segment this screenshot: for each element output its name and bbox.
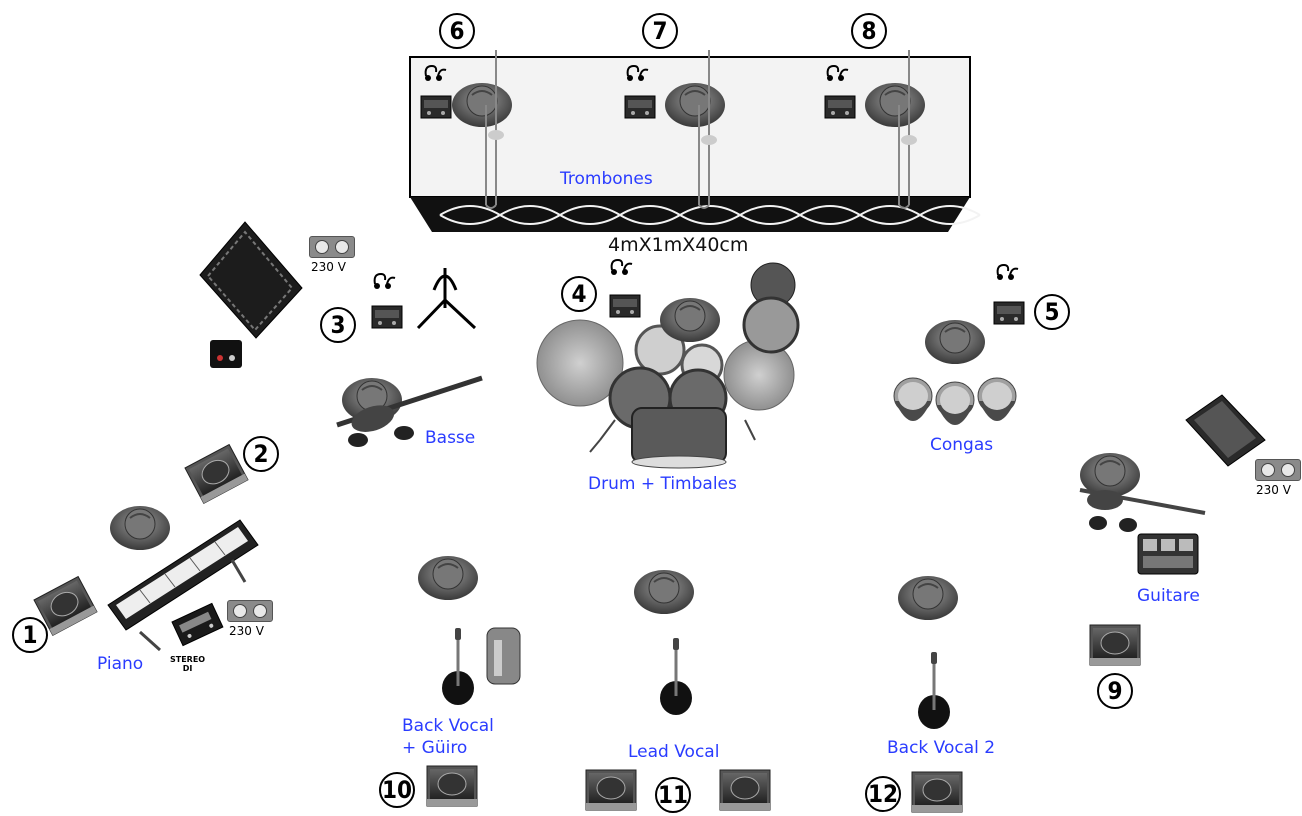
channel-number-1: 1 xyxy=(12,617,48,653)
iem-pack-icon xyxy=(420,95,452,119)
congas-label: Congas xyxy=(930,435,994,455)
channel-number-5: 5 xyxy=(1034,294,1070,330)
stereo-di-label: STEREO DI xyxy=(170,655,205,673)
iem-pack-icon xyxy=(609,294,641,318)
back-vocal-1-label: Back Vocal xyxy=(402,716,494,736)
wedge-monitor-10 xyxy=(426,765,478,807)
channel-number-6: 6 xyxy=(439,13,475,49)
guitarist xyxy=(1079,452,1206,532)
channel-number-10: 10 xyxy=(379,772,415,808)
lead-vocal-label: Lead Vocal xyxy=(628,742,720,762)
voltage-label: 230 V xyxy=(1256,483,1291,497)
riser-dimensions: 4mX1mX40cm xyxy=(608,234,749,256)
power-outlet-icon xyxy=(227,600,273,622)
iem-pack-icon xyxy=(993,301,1025,325)
channel-number-4: 4 xyxy=(561,276,597,312)
stereo-di-icon xyxy=(171,602,224,647)
lead-vocal-singer xyxy=(633,569,695,615)
bass-label: Basse xyxy=(425,428,476,448)
trombonist-6 xyxy=(451,50,513,209)
stereo-di-label-line2: DI xyxy=(182,664,193,673)
bassist xyxy=(336,375,483,447)
conga-drum-icon xyxy=(935,381,975,426)
channel-number-7: 7 xyxy=(642,13,678,49)
back-vocal-2-singer xyxy=(897,575,959,621)
drums-label: Drum + Timbales xyxy=(588,474,737,494)
guitar-label: Guitare xyxy=(1137,586,1200,606)
conga-drum-icon xyxy=(893,377,933,422)
keyboard-icon xyxy=(107,519,259,652)
conga-player xyxy=(924,319,986,365)
guiro-icon xyxy=(486,627,521,685)
iem-pack-icon xyxy=(824,95,856,119)
wedge-monitor-11-left xyxy=(585,769,637,811)
wedge-monitor-9 xyxy=(1089,624,1141,666)
in-ear-monitor-icon xyxy=(996,264,1019,281)
power-outlet-icon xyxy=(309,236,355,258)
wedge-monitor-2 xyxy=(184,444,249,504)
mic-stand-icon xyxy=(658,636,694,717)
drummer xyxy=(659,297,721,343)
piano-label: Piano xyxy=(97,654,144,674)
wedge-monitor-11-right xyxy=(719,769,771,811)
channel-number-2: 2 xyxy=(243,436,279,472)
power-outlet-icon xyxy=(1255,459,1301,481)
channel-number-11: 11 xyxy=(655,777,691,813)
drum-kit-icon xyxy=(536,262,800,469)
trombonist-8 xyxy=(864,50,926,209)
mic-stand-icon xyxy=(440,626,476,707)
trombone-riser xyxy=(409,56,981,232)
in-ear-monitor-icon xyxy=(373,273,396,290)
iem-pack-icon xyxy=(624,95,656,119)
channel-number-12: 12 xyxy=(865,776,901,812)
conga-drum-icon xyxy=(977,377,1017,422)
voltage-label: 230 V xyxy=(229,624,264,638)
guitar-stand-icon xyxy=(416,268,477,330)
back-vocal-1-sub-label: + Güiro xyxy=(402,738,468,758)
mic-stand-icon xyxy=(916,650,952,731)
back-vocal-1-singer xyxy=(417,555,479,601)
in-ear-monitor-icon xyxy=(610,259,633,276)
voltage-label: 230 V xyxy=(311,260,346,274)
bass-amp-icon xyxy=(199,221,303,368)
guitar-amp-icon xyxy=(1185,394,1266,467)
wedge-monitor-12 xyxy=(911,771,963,813)
trombones-label: Trombones xyxy=(560,169,653,189)
pianist xyxy=(109,505,171,551)
trombonist-7 xyxy=(664,50,726,209)
channel-number-9: 9 xyxy=(1097,673,1133,709)
channel-number-8: 8 xyxy=(851,13,887,49)
channel-number-3: 3 xyxy=(320,307,356,343)
stereo-di-label-line1: STEREO xyxy=(170,655,206,664)
pedalboard-icon xyxy=(1137,533,1199,575)
back-vocal-2-label: Back Vocal 2 xyxy=(887,738,996,758)
iem-pack-icon xyxy=(371,305,403,329)
